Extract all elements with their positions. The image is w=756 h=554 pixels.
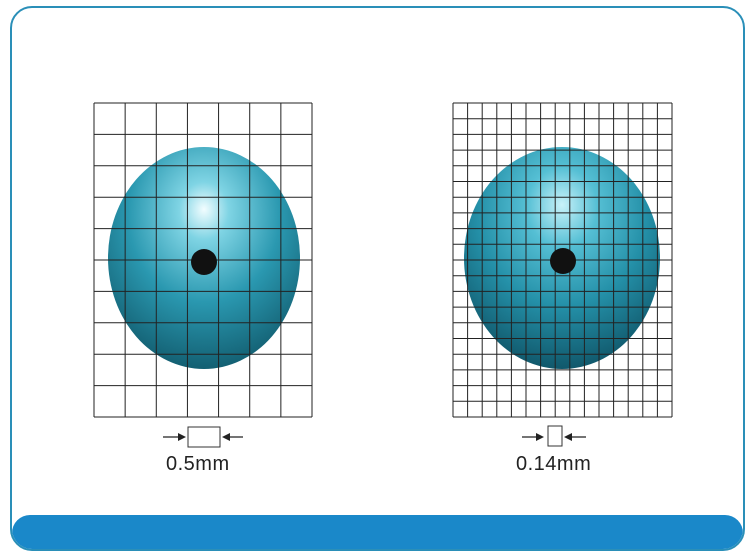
footer-bar bbox=[12, 515, 743, 549]
right-grid bbox=[452, 102, 673, 418]
right-scale-cell bbox=[547, 425, 563, 447]
left-scale-marker bbox=[163, 426, 243, 448]
right-scale-label: 0.14mm bbox=[516, 453, 592, 475]
right-scale-marker bbox=[522, 425, 586, 447]
right-center-dot bbox=[550, 248, 576, 274]
right-arrow-right-icon bbox=[536, 433, 544, 441]
right-panel bbox=[452, 102, 673, 447]
left-panel bbox=[93, 102, 313, 448]
left-arrow-right-icon bbox=[178, 433, 186, 441]
left-center-dot bbox=[191, 249, 217, 275]
left-scale-label: 0.5mm bbox=[166, 453, 230, 475]
left-scale-cell bbox=[187, 426, 221, 448]
left-grid bbox=[93, 102, 313, 418]
left-arrow-left-icon bbox=[222, 433, 230, 441]
right-arrow-left-icon bbox=[564, 433, 572, 441]
